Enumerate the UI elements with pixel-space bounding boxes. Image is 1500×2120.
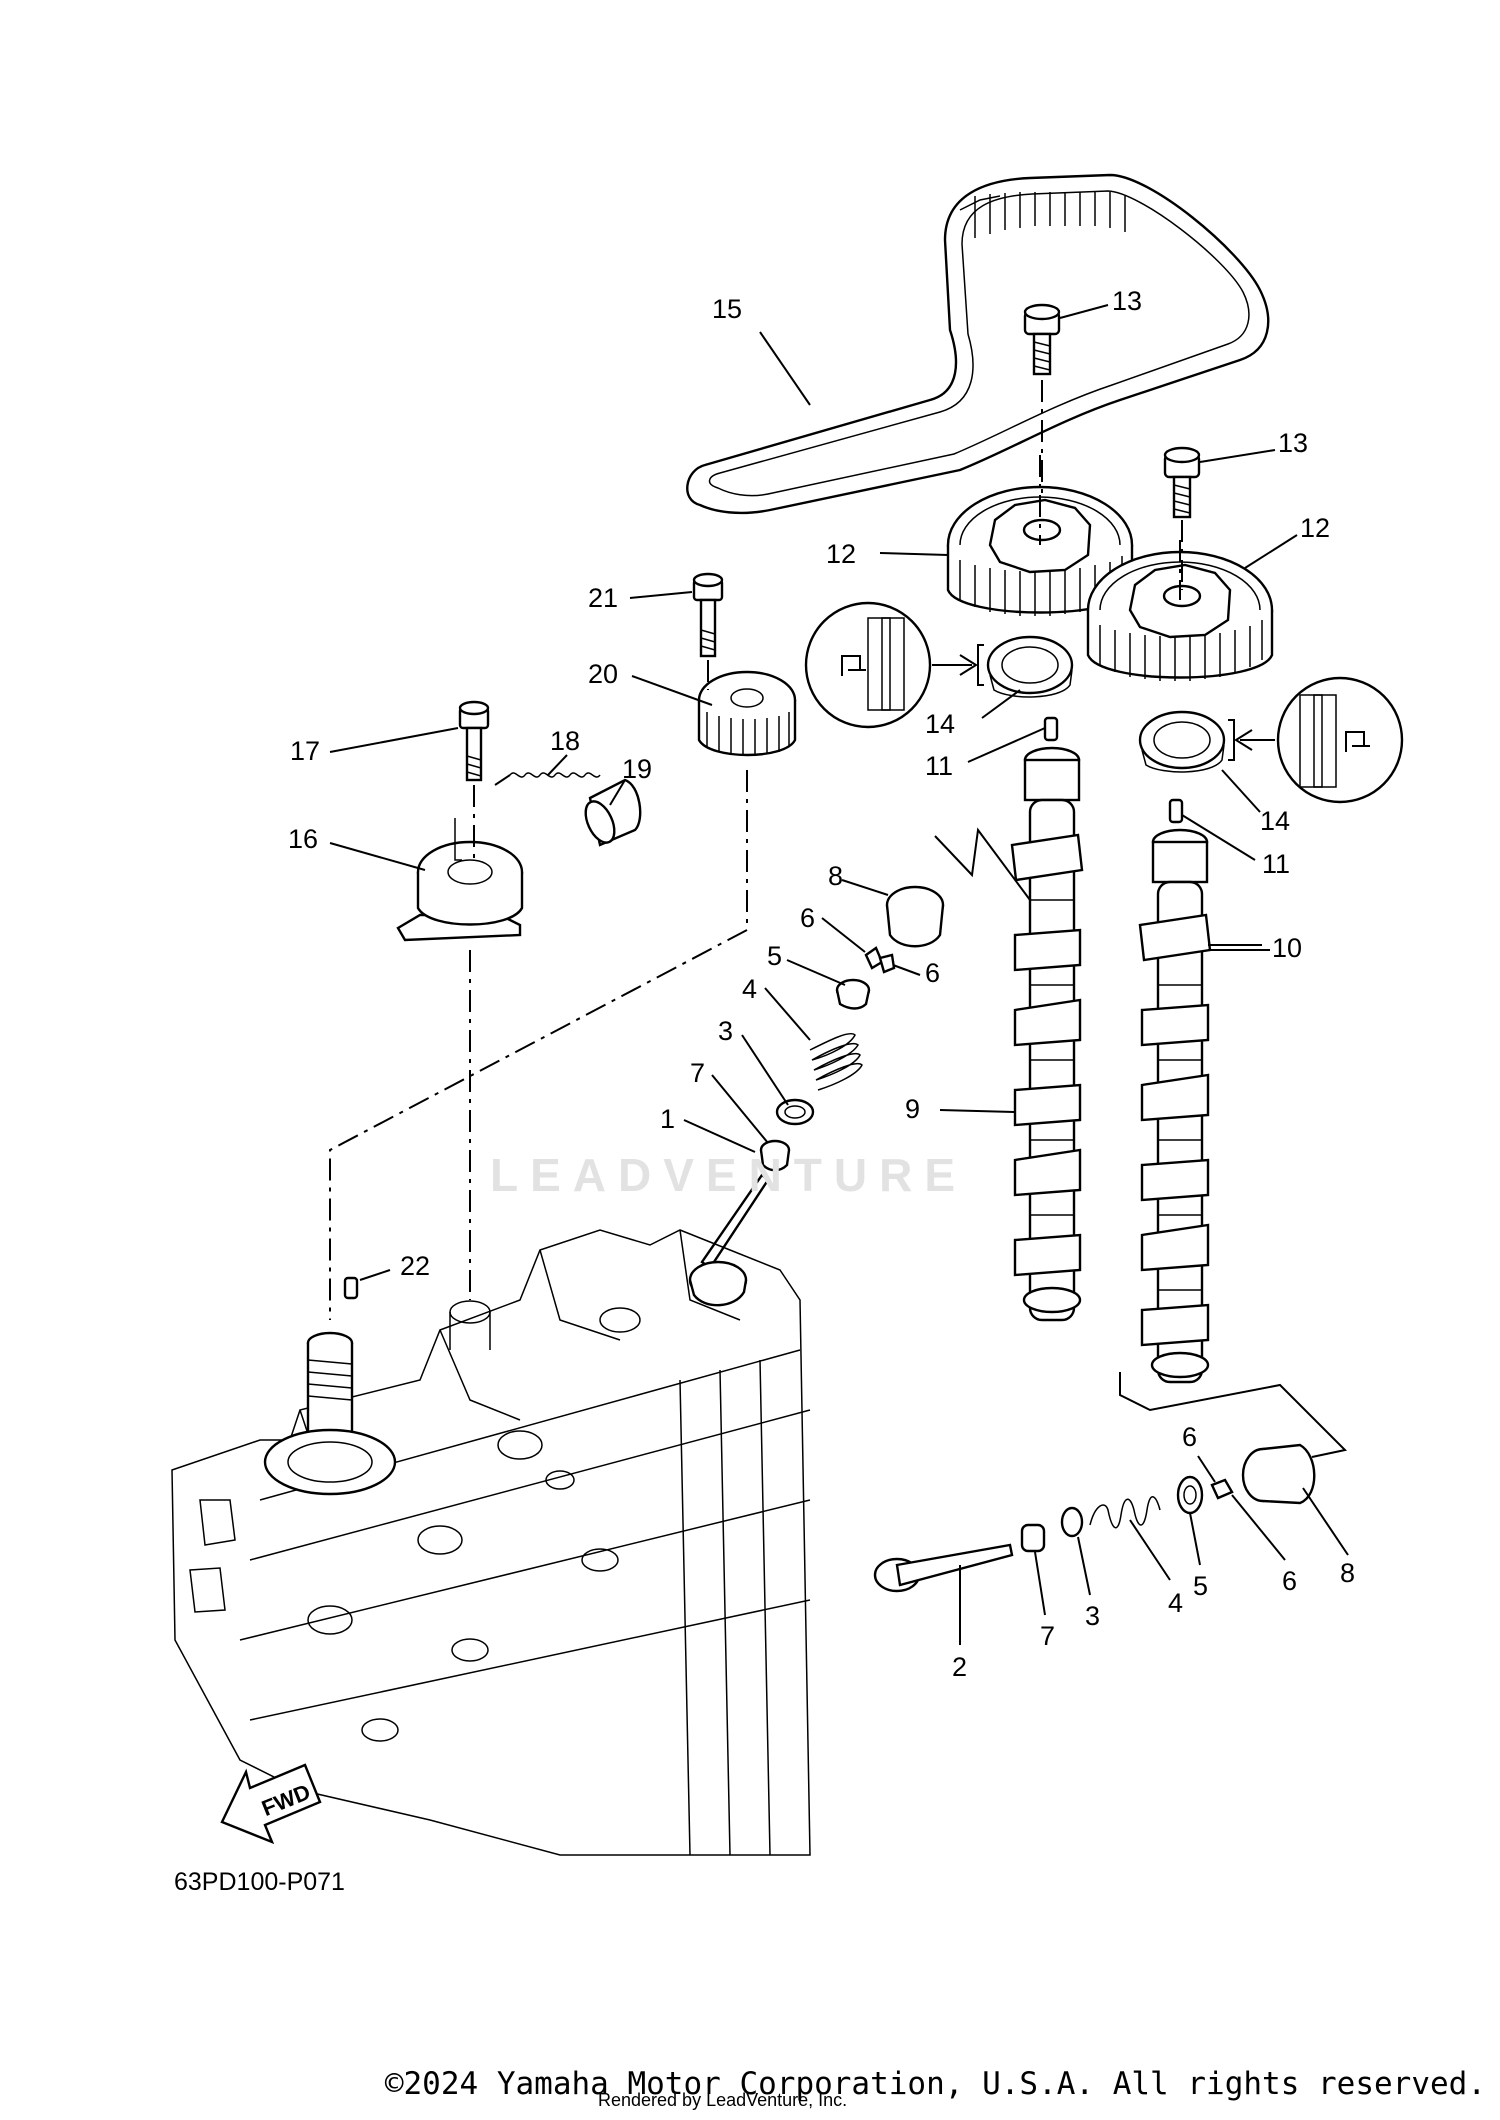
- exhaust-valve: [873, 1543, 1014, 1593]
- callout-13: 13: [1112, 286, 1142, 316]
- stem-seal-lower: [1020, 1523, 1046, 1553]
- dowel-pin-upper: [1043, 716, 1059, 742]
- stem-seal-upper: [759, 1139, 791, 1172]
- callout-1: 1: [660, 1104, 675, 1134]
- callout-4: 4: [1168, 1588, 1183, 1618]
- callout-19: 19: [622, 754, 652, 784]
- sprocket-bolt-lower: [1163, 446, 1201, 519]
- callout-5: 5: [767, 941, 782, 971]
- valve-cotters-lower: [1210, 1478, 1234, 1500]
- oil-seal-upper: [986, 635, 1074, 698]
- crank-pulley: [697, 670, 797, 757]
- tensioner-bolt: [458, 700, 490, 782]
- valve-spring-upper: [809, 1033, 863, 1091]
- callout-11: 11: [925, 751, 953, 781]
- callout-18: 18: [550, 726, 580, 756]
- cam-sprocket-lower: [1086, 550, 1274, 681]
- spring-collar: [584, 778, 642, 847]
- callout-14: 14: [925, 709, 955, 739]
- cylinder-head-dowel-pin: [343, 1276, 359, 1300]
- callout-6: 6: [925, 958, 940, 988]
- callout-8: 8: [828, 861, 843, 891]
- callout-11: 11: [1262, 849, 1290, 879]
- callout-16: 16: [288, 824, 318, 854]
- copyright-notice: ©2024 Yamaha Motor Corporation, U.S.A. A…: [384, 2066, 1486, 2102]
- callout-12: 12: [826, 539, 856, 569]
- diagram-code: 63PD100-P071: [174, 1868, 345, 1896]
- callout-3: 3: [718, 1016, 733, 1046]
- rendered-by-notice: Rendered by LeadVenture, Inc.: [598, 2090, 848, 2110]
- callout-20: 20: [588, 659, 618, 689]
- callout-12: 12: [1300, 513, 1330, 543]
- callout-10: 10: [1272, 933, 1302, 963]
- assembly-lines: [329, 380, 1348, 1458]
- valve-lifter-upper: [885, 885, 945, 948]
- pulley-bolt: [692, 572, 724, 658]
- oil-seal-lower: [1138, 710, 1226, 773]
- callout-5: 5: [1193, 1571, 1208, 1601]
- spring-seat-lower: [1060, 1506, 1084, 1538]
- camshaft-intake: [1138, 828, 1212, 1384]
- spring-seat-upper: [775, 1098, 815, 1126]
- valve-lifter-lower: [1241, 1443, 1316, 1505]
- callout-14: 14: [1260, 806, 1290, 836]
- timing-belt: [686, 173, 1270, 515]
- callout-22: 22: [400, 1251, 430, 1281]
- callout-2: 2: [952, 1652, 967, 1682]
- callout-9: 9: [905, 1094, 920, 1124]
- callout-7: 7: [690, 1058, 705, 1088]
- belt-tensioner: [396, 818, 524, 942]
- leader-lines: [329, 304, 1349, 1645]
- callout-6: 6: [800, 903, 815, 933]
- callout-15: 15: [712, 294, 742, 324]
- callout-6: 6: [1182, 1422, 1197, 1452]
- callout-7: 7: [1040, 1621, 1055, 1651]
- callout-13: 13: [1278, 428, 1308, 458]
- callout-8: 8: [1340, 1558, 1355, 1588]
- callout-4: 4: [742, 974, 757, 1004]
- spring-retainer-lower: [1176, 1475, 1204, 1515]
- valve-spring-lower: [1089, 1496, 1161, 1529]
- callout-17: 17: [290, 736, 320, 766]
- apply-grease-symbol-upper: [804, 601, 984, 729]
- sprocket-bolt-upper: [1023, 303, 1061, 376]
- apply-grease-symbol-lower: [1228, 676, 1404, 804]
- callout-21: 21: [588, 583, 618, 613]
- callout-labels: 15 13 13 12 12 21 20 14 11 14 11 17 18 1…: [288, 286, 1355, 1682]
- dowel-pin-lower: [1168, 798, 1184, 824]
- callout-3: 3: [1085, 1601, 1100, 1631]
- camshaft-exhaust: [1010, 746, 1084, 1322]
- callout-6: 6: [1282, 1566, 1297, 1596]
- watermark: LEADVENTURE: [490, 1149, 968, 1201]
- forward-direction-arrow: [220, 1763, 322, 1845]
- tensioner-spring: [509, 772, 601, 778]
- valve-cotters-upper: [864, 946, 896, 974]
- cylinder-head: [171, 1229, 811, 1856]
